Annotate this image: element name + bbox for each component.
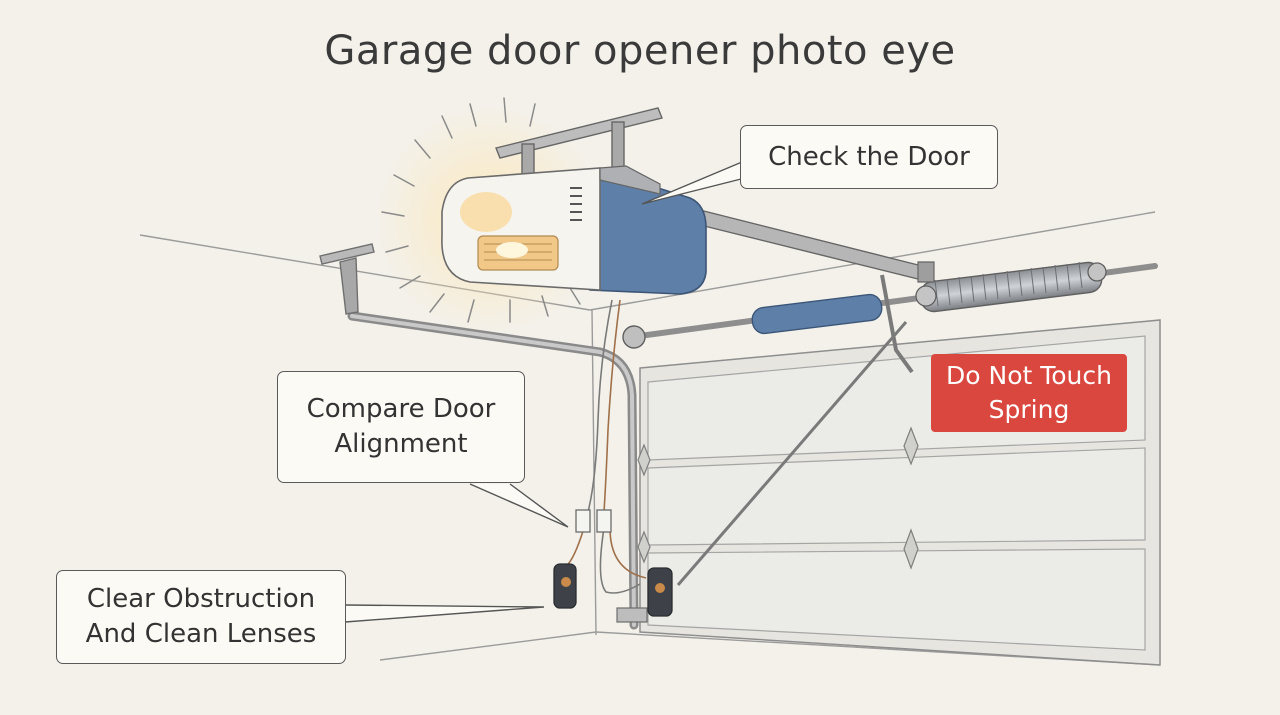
callout-clear-obstruction: Clear Obstruction And Clean Lenses [56,570,346,664]
photo-eye-sensor-right [647,567,673,617]
warning-spring-label: Do Not Touch Spring [931,354,1127,432]
opener-mount-bracket [495,107,663,181]
photo-eye-sensor-left [553,563,577,609]
door-track [347,311,648,630]
callout-check-door: Check the Door [740,125,998,189]
garage-door-opener [441,165,707,295]
page-title: Garage door opener photo eye [324,28,956,74]
sensor-wiring [565,299,647,594]
garage-door [637,319,1161,666]
door-arm [676,274,914,586]
door-hinges [637,426,919,570]
torsion-spring-assembly [622,261,1158,349]
junction-boxes [575,509,612,533]
opener-rail [679,204,935,283]
callout-compare-alignment: Compare Door Alignment [277,371,525,483]
ceiling-bracket-left [319,243,375,315]
callout-leaders [344,161,746,623]
